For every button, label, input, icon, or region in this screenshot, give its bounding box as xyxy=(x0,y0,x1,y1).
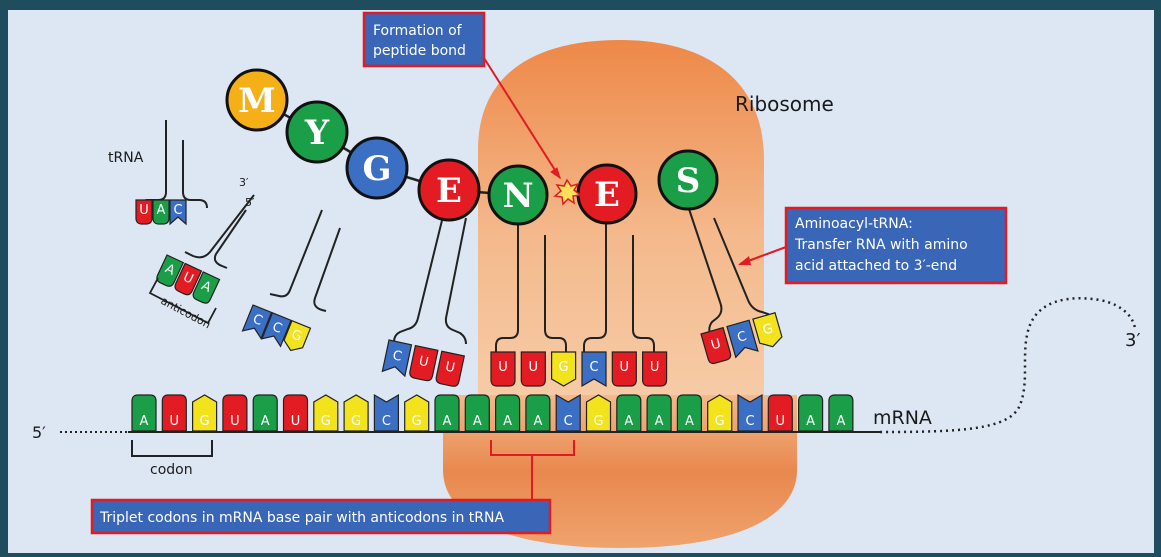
amino-acid-letter: E xyxy=(594,175,620,215)
amino-acid: N xyxy=(489,166,547,224)
mrna-base-letter: G xyxy=(200,414,210,429)
mrna-base: A xyxy=(496,395,520,431)
anticodon-base-letter: G xyxy=(559,360,569,375)
triplet-callout: Triplet codons in mRNA base pair with an… xyxy=(92,500,550,533)
anticodon-base-letter: C xyxy=(173,203,182,218)
amino-acid: G xyxy=(347,138,407,198)
mrna-base-letter: G xyxy=(412,414,422,429)
amino-acid: S xyxy=(659,151,717,209)
anticodon-base: U xyxy=(491,352,515,386)
mrna-base-letter: A xyxy=(836,414,845,429)
mrna-base-letter: A xyxy=(443,414,452,429)
mrna-base: U xyxy=(223,395,247,431)
mrna-base-letter: A xyxy=(140,414,149,429)
anticodon-base: A xyxy=(153,200,169,224)
mrna-base-letter: C xyxy=(382,414,391,429)
mrna-base-letter: U xyxy=(170,414,180,429)
mrna-base: G xyxy=(587,395,611,431)
amino-acid-letter: S xyxy=(676,161,701,201)
mrna-base: G xyxy=(193,395,217,431)
mrna-base: A xyxy=(253,395,277,431)
amino-acid-letter: Y xyxy=(304,113,330,153)
mrna-base-letter: A xyxy=(624,414,633,429)
mrna-base: A xyxy=(435,395,459,431)
mrna-base: U xyxy=(162,395,186,431)
anticodon-base: G xyxy=(552,352,576,386)
codon-label: codon xyxy=(150,462,193,478)
mrna-base-letter: G xyxy=(351,414,361,429)
aminoacyl-callout-line2: Transfer RNA with amino xyxy=(794,237,968,253)
mrna-base: A xyxy=(677,395,701,431)
trna-label: tRNA xyxy=(108,150,144,166)
mrna-base: A xyxy=(647,395,671,431)
mrna-base: A xyxy=(617,395,641,431)
mrna-base-letter: C xyxy=(745,414,754,429)
anticodon-base-letter: U xyxy=(139,203,149,218)
mrna-base-letter: A xyxy=(473,414,482,429)
mrna-base: A xyxy=(799,395,823,431)
anticodon-base-letter: U xyxy=(620,360,630,375)
mrna-3-prime-label: 3′ xyxy=(1125,330,1141,351)
mrna-label: mRNA xyxy=(873,407,932,429)
anticodon-base-letter: U xyxy=(498,360,508,375)
mrna-base-letter: G xyxy=(321,414,331,429)
mrna-base: A xyxy=(465,395,489,431)
mrna-base-letter: C xyxy=(564,414,573,429)
aminoacyl-callout-line1: Aminoacyl-tRNA: xyxy=(795,216,913,232)
anticodon-base: U xyxy=(612,352,636,386)
trna-3-prime-label: 3′ xyxy=(239,176,249,189)
mrna-base-letter: G xyxy=(715,414,725,429)
peptide-callout-line2: peptide bond xyxy=(373,43,466,59)
mrna-base-letter: A xyxy=(806,414,815,429)
anticodon-base: U xyxy=(643,352,667,386)
mrna-base: U xyxy=(768,395,792,431)
anticodon-base-letter: U xyxy=(650,360,660,375)
amino-acid: Y xyxy=(287,102,347,162)
mrna-base: A xyxy=(829,395,853,431)
triplet-callout-text: Triplet codons in mRNA base pair with an… xyxy=(99,510,504,526)
trna-5-prime-label: 5′ xyxy=(245,196,255,209)
mrna-5-prime-label: 5′ xyxy=(32,423,46,442)
amino-acid: E xyxy=(578,165,636,223)
amino-acid-letter: M xyxy=(238,81,276,121)
mrna-base-letter: U xyxy=(230,414,240,429)
amino-acid-letter: E xyxy=(436,171,462,211)
mrna-base-letter: U xyxy=(291,414,301,429)
mrna-base-letter: U xyxy=(776,414,786,429)
mrna-base-letter: A xyxy=(261,414,270,429)
mrna-base-letter: A xyxy=(503,414,512,429)
mrna-base: A xyxy=(132,395,156,431)
anticodon-base: U xyxy=(136,200,152,224)
anticodon-base-letter: A xyxy=(157,203,166,218)
mrna-base: G xyxy=(405,395,429,431)
mrna-base: U xyxy=(284,395,308,431)
anticodon-base-letter: U xyxy=(529,360,539,375)
aminoacyl-callout-line3: acid attached to 3′-end xyxy=(795,258,957,274)
amino-acid-letter: N xyxy=(502,176,533,216)
anticodon-base-letter: C xyxy=(589,360,598,375)
anticodon-base: U xyxy=(521,352,545,386)
p-site-trna-anticodon: UUG xyxy=(491,352,576,386)
amino-acid: M xyxy=(227,70,287,130)
mrna-base-letter: G xyxy=(593,414,603,429)
mrna-base-letter: A xyxy=(533,414,542,429)
mrna-base-letter: A xyxy=(685,414,694,429)
ribosome-label: Ribosome xyxy=(735,92,834,116)
mrna-base: A xyxy=(526,395,550,431)
mrna-base: G xyxy=(314,395,338,431)
mrna-base-letter: A xyxy=(655,414,664,429)
peptide-callout-line1: Formation of xyxy=(373,23,463,39)
amino-acid-letter: G xyxy=(362,149,391,189)
mrna-base: G xyxy=(344,395,368,431)
amino-acid: E xyxy=(419,160,479,220)
mrna-base: G xyxy=(708,395,732,431)
